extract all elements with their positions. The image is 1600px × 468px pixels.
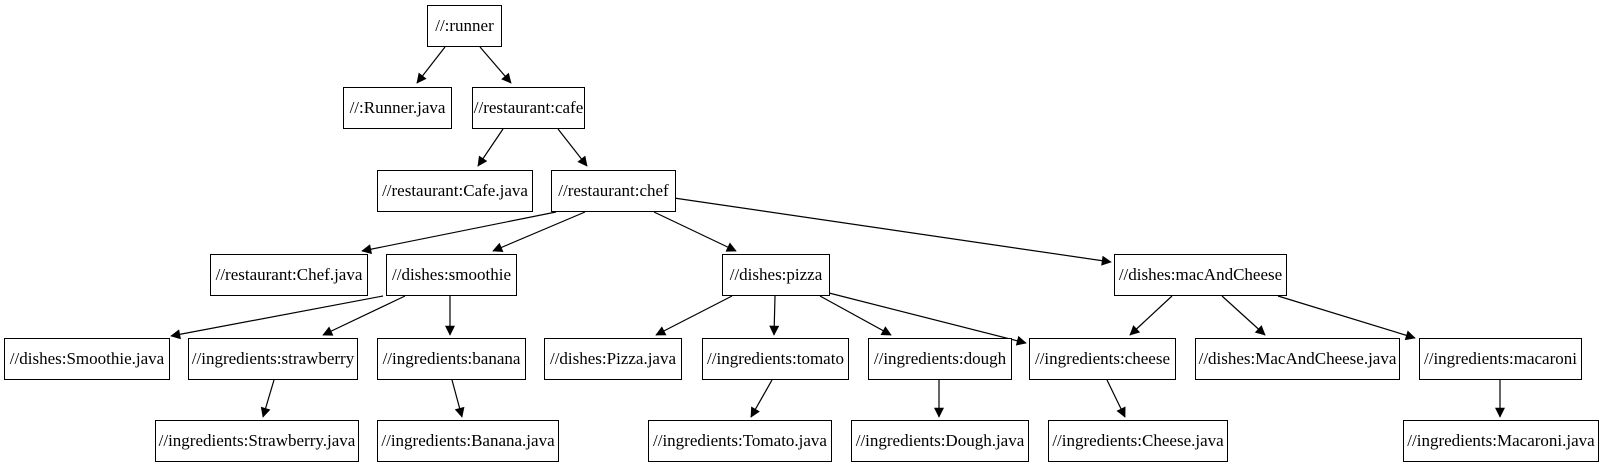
node-pizza: //dishes:pizza: [722, 254, 830, 296]
node-cheese: //ingredients:cheese: [1029, 338, 1176, 380]
node-cafe-java: //restaurant:Cafe.java: [377, 170, 533, 212]
edge-pizza-to-tomato: [769, 295, 780, 336]
node-tomato-java: //ingredients:Tomato.java: [648, 420, 832, 462]
edge-macandcheese-to-macaroni: [1277, 295, 1416, 341]
edge-banana-to-banana-java: [451, 379, 465, 418]
edge-pizza-to-dough: [819, 295, 892, 336]
node-banana-java: //ingredients:Banana.java: [377, 420, 559, 462]
edge-smoothie-to-strawberry: [322, 295, 406, 336]
edge-chef-to-pizza: [653, 211, 737, 252]
edge-macandcheese-to-cheese: [1129, 295, 1173, 336]
edge-smoothie-to-smoothie-java: [170, 295, 384, 340]
edge-chef-to-smoothie: [492, 211, 586, 253]
node-pizza-java: //dishes:Pizza.java: [544, 338, 682, 380]
node-runner-java: //:Runner.java: [343, 87, 452, 129]
node-banana: //ingredients:banana: [377, 338, 526, 380]
edge-runner-to-cafe: [479, 46, 512, 84]
edge-chef-to-chef-java: [361, 211, 557, 255]
node-macaroni: //ingredients:macaroni: [1419, 338, 1582, 380]
edge-tomato-to-tomato-java: [750, 379, 773, 418]
node-macandcheese-java: //dishes:MacAndCheese.java: [1195, 338, 1400, 380]
node-chef-java: //restaurant:Chef.java: [210, 254, 368, 296]
edge-pizza-to-pizza-java: [655, 295, 733, 336]
edge-chef-to-macandcheese: [673, 197, 1112, 266]
edge-runner-to-runner-java: [416, 46, 446, 84]
node-macaroni-java: //ingredients:Macaroni.java: [1403, 420, 1599, 462]
edge-strawberry-to-strawberry-java: [260, 379, 275, 418]
node-chef: //restaurant:chef: [551, 170, 676, 212]
node-smoothie-java: //dishes:Smoothie.java: [4, 338, 170, 380]
node-strawberry-java: //ingredients:Strawberry.java: [155, 420, 359, 462]
edge-pizza-to-cheese: [828, 292, 1027, 346]
node-strawberry: //ingredients:strawberry: [188, 338, 358, 380]
node-dough-java: //ingredients:Dough.java: [851, 420, 1029, 462]
node-cheese-java: //ingredients:Cheese.java: [1048, 420, 1228, 462]
edge-macandcheese-to-macandcheese-java: [1221, 295, 1266, 336]
node-smoothie: //dishes:smoothie: [386, 254, 517, 296]
edge-cafe-to-cafe-java: [477, 128, 504, 167]
edge-cheese-to-cheese-java: [1106, 379, 1126, 418]
node-dough: //ingredients:dough: [868, 338, 1012, 380]
edge-cafe-to-chef: [557, 128, 588, 167]
node-tomato: //ingredients:tomato: [702, 338, 849, 380]
node-runner: //:runner: [427, 5, 502, 47]
node-macandcheese: //dishes:macAndCheese: [1114, 254, 1287, 296]
node-cafe: //restaurant:cafe: [472, 87, 585, 129]
